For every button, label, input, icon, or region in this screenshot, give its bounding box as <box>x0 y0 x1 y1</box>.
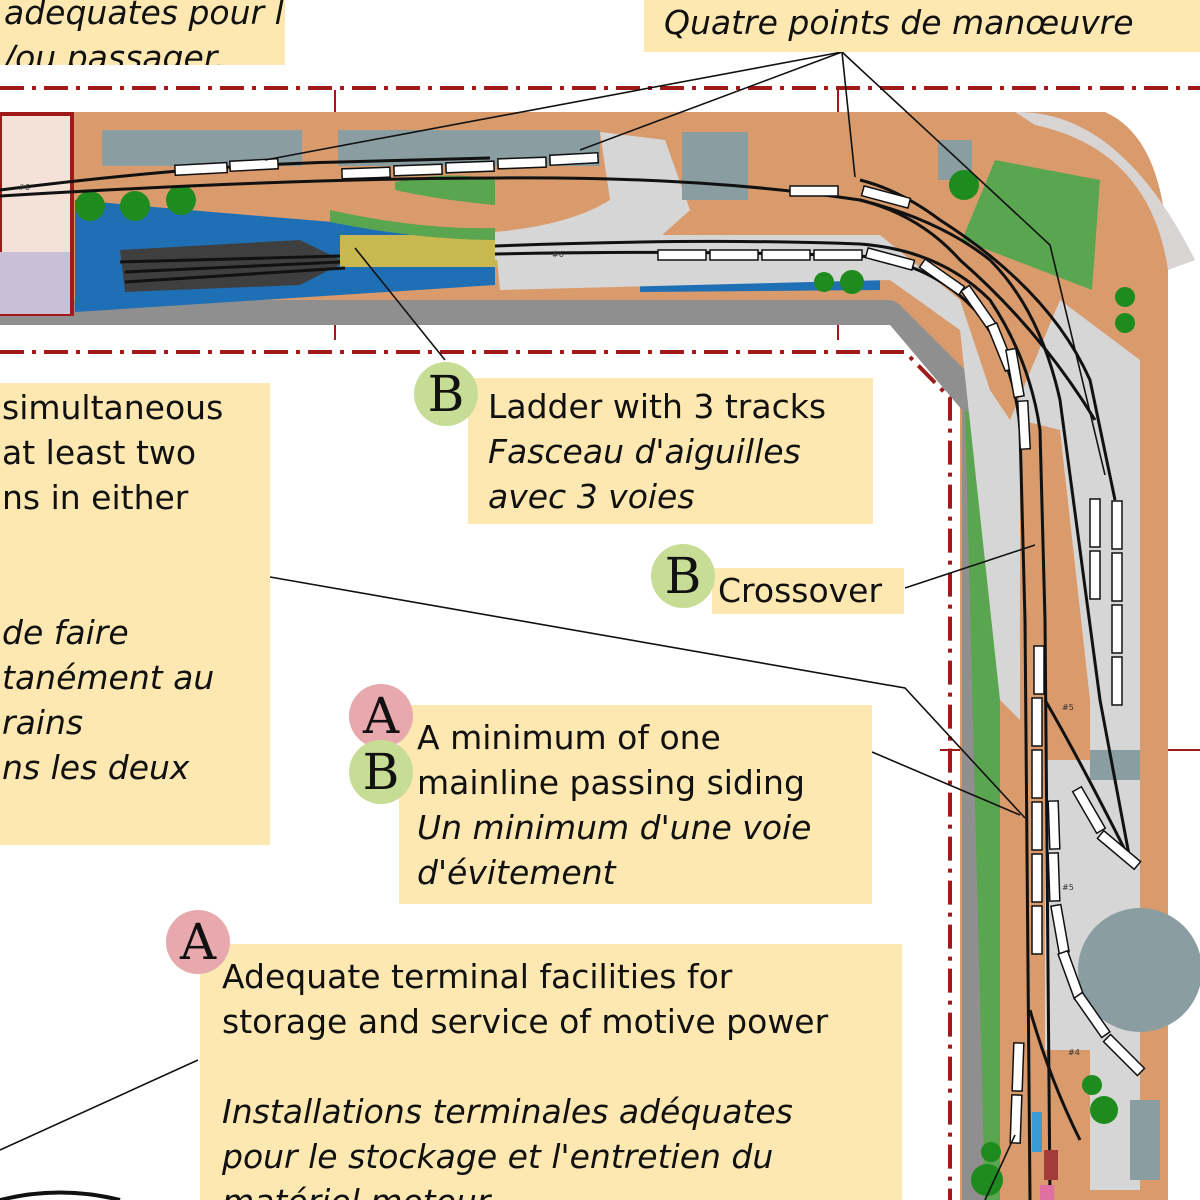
note-terminal-fr-1: Installations terminales adéquates <box>222 1092 793 1131</box>
note-ladder-en: Ladder with 3 tracks <box>488 387 827 426</box>
note-terminal: Adequate terminal facilities for storage… <box>200 944 902 1200</box>
note-left-mid-fr-2: tanément au <box>2 658 215 697</box>
track-label-4: #5 <box>1062 883 1074 892</box>
note-top-left: adequates pour le /ou passager. <box>0 0 285 65</box>
note-siding-en-1: A minimum of one <box>417 718 721 757</box>
freight-boxes <box>1032 1112 1058 1200</box>
track-label-2: #6 <box>18 183 30 192</box>
backdrop-shadow <box>1015 111 1195 270</box>
badge-a-terminal: A <box>166 910 230 974</box>
note-top-right: Quatre points de manœuvre <box>644 0 1200 52</box>
note-left-mid-en-3: ns in either <box>2 478 189 517</box>
note-terminal-fr-3: matériel moteur <box>222 1179 902 1200</box>
quay-pier <box>340 235 500 267</box>
note-top-right-line: Quatre points de manœuvre <box>664 3 1134 42</box>
note-ladder-fr-1: Fasceau d'aiguilles <box>488 432 801 471</box>
note-top-left-line-2: /ou passager. <box>4 38 225 65</box>
note-left-mid-fr-4: ns les deux <box>2 748 190 787</box>
note-top-left-line-1: adequates pour le <box>4 0 285 32</box>
badge-b-crossover: B <box>651 544 715 608</box>
layout-boundary <box>0 86 1200 1200</box>
rolling-stock <box>173 151 1146 1144</box>
leader-lines <box>0 51 1106 1200</box>
left-building-annex <box>0 252 70 314</box>
note-left-mid-fr-3: rains <box>2 703 84 742</box>
note-terminal-fr-2: pour le stockage et l'entretien du <box>222 1137 774 1176</box>
buildings <box>102 130 1200 1180</box>
note-ladder-fr-2: avec 3 voies <box>488 477 695 516</box>
note-left-mid-fr-1: de faire <box>2 613 129 652</box>
note-siding-fr-1: Un minimum d'une voie <box>417 808 812 847</box>
note-ladder: Ladder with 3 tracks Fasceau d'aiguilles… <box>468 378 873 524</box>
trees <box>75 170 1135 1196</box>
track-label-1: #6 <box>552 250 564 259</box>
note-left-mid: simultaneous at least two ns in either d… <box>0 383 270 845</box>
note-crossover: Crossover <box>712 568 904 614</box>
badge-b-ladder: B <box>414 362 478 426</box>
track-label-5: #4 <box>1068 1048 1080 1057</box>
note-siding-fr-2: d'évitement <box>417 853 616 892</box>
note-terminal-en-1: Adequate terminal facilities for <box>222 957 733 996</box>
note-passing-siding: A minimum of one mainline passing siding… <box>399 705 872 904</box>
badge-b-siding: B <box>349 740 413 804</box>
note-siding-en-2: mainline passing siding <box>417 763 805 802</box>
note-crossover-en: Crossover <box>718 571 883 610</box>
note-terminal-en-2: storage and service of motive power <box>222 1002 829 1041</box>
partial-ring <box>0 1190 121 1200</box>
track-label-3: #5 <box>1062 703 1074 712</box>
note-left-mid-en-1: simultaneous <box>2 388 224 427</box>
note-left-mid-en-2: at least two <box>2 433 197 472</box>
badge-a-siding: A <box>349 684 413 748</box>
